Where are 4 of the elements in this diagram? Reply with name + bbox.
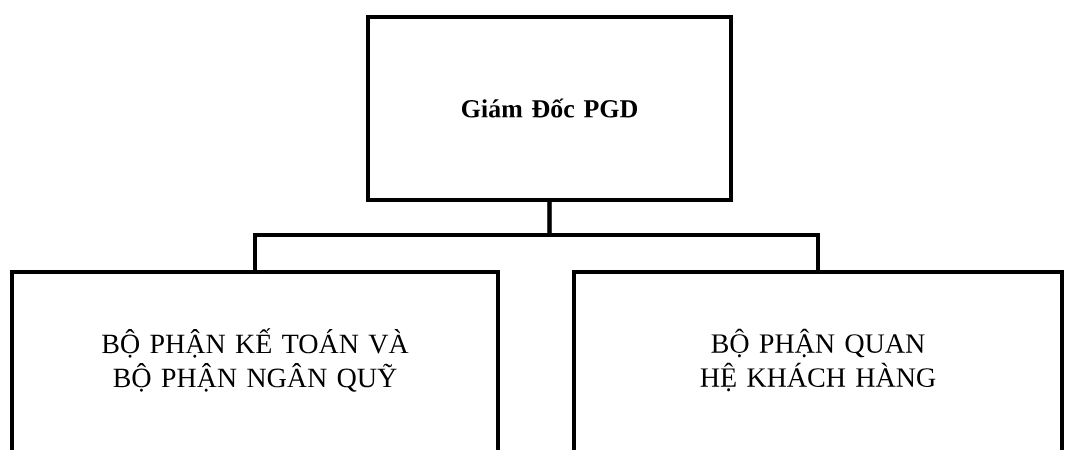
process-box: BỘ PHẬN KẾ TOÁN VÀ BỘ PHẬN NGÂN QUỸ — [10, 270, 500, 450]
director-box: Giám Đốc PGD — [366, 15, 733, 202]
connector-line — [547, 200, 820, 272]
process-box: BỘ PHẬN QUAN HỆ KHÁCH HÀNG — [572, 270, 1064, 450]
